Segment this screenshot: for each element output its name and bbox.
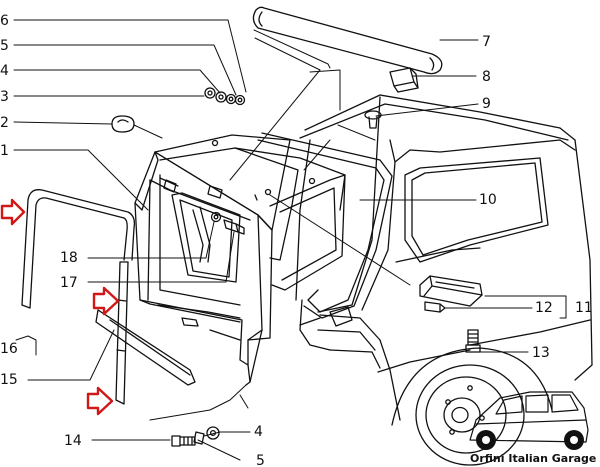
- rear-wheel: [391, 347, 553, 466]
- callout-5-lower: 5: [256, 453, 265, 467]
- callout-17: 17: [60, 275, 78, 291]
- callout-12: 12: [535, 300, 553, 316]
- red-arrow-icon: [86, 386, 114, 416]
- opening-seal: [257, 132, 393, 319]
- callout-15: 15: [0, 372, 18, 388]
- weatherstrip-16: [21, 189, 136, 309]
- callout-3: 3: [0, 89, 9, 105]
- car-logo: [469, 391, 589, 443]
- light-assembly: [419, 275, 483, 313]
- washer-stack: [204, 87, 246, 106]
- parts-17-18: [210, 211, 245, 235]
- weatherstrip-15: [115, 261, 129, 405]
- callout-9: 9: [482, 96, 491, 112]
- callout-13: 13: [532, 345, 550, 361]
- watermark-text: Orfini Italian Garage: [470, 452, 596, 465]
- part-7-rod: [252, 6, 443, 75]
- callout-2: 2: [0, 115, 9, 131]
- callout-14: 14: [64, 433, 82, 449]
- callout-labels: 6 5 4 3 2 1 7 8 9 10 11 12 13 14 15 16 1…: [0, 13, 593, 467]
- lower-seal-strip: [95, 309, 196, 386]
- red-arrow-icon: [92, 286, 120, 316]
- callout-16: 16: [0, 341, 18, 357]
- callout-7: 7: [482, 34, 491, 50]
- callout-8: 8: [482, 69, 491, 85]
- car-logo-wheels: [476, 430, 584, 450]
- callout-4-lower: 4: [254, 424, 263, 440]
- callout-11: 11: [575, 300, 593, 316]
- callout-5: 5: [0, 38, 9, 54]
- callout-4: 4: [0, 63, 9, 79]
- car-body: [295, 94, 593, 421]
- bolt-14: [171, 426, 220, 447]
- callout-10: 10: [479, 192, 497, 208]
- hinge-parts: [163, 179, 223, 199]
- tailgate-panel: [134, 134, 346, 386]
- callout-18: 18: [60, 250, 78, 266]
- callout-1: 1: [0, 143, 9, 159]
- part-2-cap: [111, 115, 135, 133]
- red-arrows: [0, 198, 120, 416]
- callout-6: 6: [0, 13, 9, 29]
- leader-lines: [13, 19, 567, 461]
- part-8-bracket: [389, 67, 419, 93]
- red-arrow-icon: [0, 198, 26, 226]
